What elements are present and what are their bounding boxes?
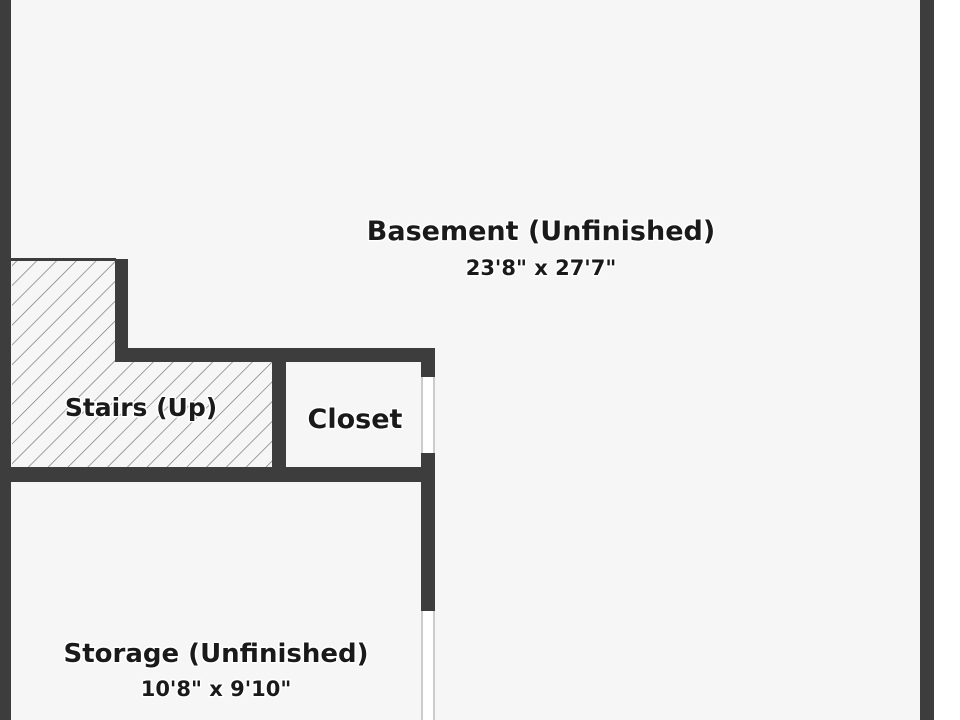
storage-door-opening [421,611,435,720]
closet-right-wall-upper [421,348,435,377]
storage-top-wall [0,467,428,482]
outer-wall-left [0,0,11,720]
outer-strip-right [934,0,960,720]
closet-label: Closet [308,404,403,435]
stairs-top-edge [11,258,116,261]
storage-dimensions: 10'8" x 9'10" [141,677,292,701]
stairs-label: Stairs (Up) [65,393,217,422]
closet-door-opening [421,377,435,453]
basement-dimensions: 23'8" x 27'7" [466,256,617,280]
storage-right-wall-upper [421,453,435,611]
basement-label: Basement (Unfinished) [367,216,715,247]
stairs-wall-vertical [115,259,128,361]
stairs-area [12,261,273,468]
outer-wall-right [920,0,934,720]
stairs-closet-wall [272,348,286,478]
storage-label: Storage (Unfinished) [64,639,369,669]
